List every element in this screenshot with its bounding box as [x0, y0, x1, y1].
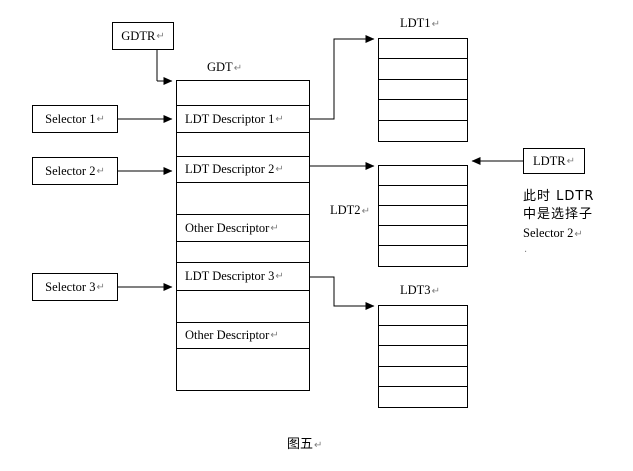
pilcrow-mark: ↵ — [574, 229, 583, 240]
pilcrow-mark: ↵ — [96, 113, 105, 125]
gdt-row-label: Other Descriptor — [185, 328, 270, 342]
ldtr-box[interactable]: LDTR↵ — [523, 148, 585, 174]
wire-gdt-desc3-to-ldt3 — [310, 276, 375, 310]
ldt3-row[interactable] — [379, 346, 467, 367]
annotation-line-3: Selector 2 — [523, 226, 574, 240]
ldt2-table — [378, 165, 468, 267]
selector-3-box[interactable]: Selector 3↵ — [32, 273, 118, 301]
figure-caption-text: 图五 — [287, 437, 314, 452]
ldt1-row[interactable] — [379, 59, 467, 80]
ldtr-annotation: 此时 LDTR 中是选择子 Selector 2↵ · — [523, 188, 594, 262]
gdtr-box[interactable]: GDTR↵ — [112, 22, 174, 50]
ldt3-title-text: LDT3 — [400, 283, 431, 297]
ldt3-row[interactable] — [379, 306, 467, 327]
gdt-row-label: LDT Descriptor 1 — [185, 111, 275, 126]
pilcrow-mark: ↵ — [96, 281, 105, 293]
gdt-row-label: LDT Descriptor 3 — [185, 269, 275, 283]
ldt3-table — [378, 305, 468, 408]
ldt1-row[interactable] — [379, 121, 467, 141]
gdt-row-empty-4[interactable] — [177, 291, 309, 323]
ldt1-row[interactable] — [379, 100, 467, 121]
gdt-row-ldt-descriptor-3[interactable]: LDT Descriptor 3↵ — [177, 263, 309, 291]
ldt2-title: LDT2↵ — [330, 203, 370, 218]
selector-2-box[interactable]: Selector 2↵ — [32, 157, 118, 185]
ldt2-title-text: LDT2 — [330, 203, 361, 217]
annotation-line-4: · — [524, 247, 528, 258]
pilcrow-mark: ↵ — [566, 155, 576, 167]
ldt1-row[interactable] — [379, 80, 467, 101]
gdt-row-empty-2[interactable] — [177, 183, 309, 215]
gdt-row-ldt-descriptor-1[interactable]: LDT Descriptor 1↵ — [177, 106, 309, 133]
ldt3-row[interactable] — [379, 387, 467, 407]
gdt-row-ldt-descriptor-2[interactable]: LDT Descriptor 2↵ — [177, 157, 309, 183]
pilcrow-mark: ↵ — [96, 165, 105, 177]
pilcrow-mark: ↵ — [361, 206, 370, 217]
selector-1-label: Selector 1 — [45, 111, 96, 126]
pilcrow-mark: ↵ — [270, 330, 279, 341]
pilcrow-mark: ↵ — [275, 113, 284, 125]
figure-caption: 图五↵ — [287, 433, 322, 452]
gdt-title-text: GDT — [207, 60, 233, 74]
pilcrow-mark: ↵ — [156, 30, 165, 42]
pilcrow-mark: ↵ — [270, 222, 279, 234]
ldt3-title: LDT3↵ — [400, 283, 440, 298]
ldt2-row[interactable] — [379, 186, 467, 206]
annotation-line-1: 此时 LDTR — [523, 189, 595, 204]
ldt3-row[interactable] — [379, 367, 467, 387]
pilcrow-mark: ↵ — [314, 440, 323, 451]
pilcrow-mark: ↵ — [233, 63, 243, 74]
wire-gdt-desc1-to-ldt1 — [310, 35, 375, 120]
gdt-row-label: Other Descriptor — [185, 220, 270, 235]
selector-3-label: Selector 3 — [45, 279, 96, 294]
selector-1-box[interactable]: Selector 1↵ — [32, 105, 118, 133]
ldt1-table — [378, 38, 468, 142]
ldt1-title: LDT1↵ — [400, 16, 440, 31]
gdt-row-other-descriptor-2[interactable]: Other Descriptor↵ — [177, 323, 309, 349]
gdt-table: LDT Descriptor 1↵ LDT Descriptor 2↵ Othe… — [176, 80, 310, 391]
gdt-row-empty-3[interactable] — [177, 242, 309, 263]
gdt-title: GDT↵ — [207, 60, 242, 75]
ldt3-row[interactable] — [379, 326, 467, 347]
pilcrow-mark: ↵ — [431, 286, 440, 297]
gdt-row-empty-0[interactable] — [177, 81, 309, 106]
ldt2-row[interactable] — [379, 166, 467, 186]
gdtr-label: GDTR — [121, 28, 156, 43]
ldt2-row[interactable] — [379, 246, 467, 266]
gdt-row-empty-1[interactable] — [177, 133, 309, 157]
annotation-line-3-wrap: Selector 2↵ — [523, 224, 594, 244]
annotation-line-2: 中是选择子 — [523, 207, 594, 222]
ldt2-row[interactable] — [379, 226, 467, 246]
gdt-row-other-descriptor-1[interactable]: Other Descriptor↵ — [177, 215, 309, 242]
pilcrow-mark: ↵ — [275, 164, 284, 175]
ldt2-row[interactable] — [379, 206, 467, 226]
gdt-row-label: LDT Descriptor 2 — [185, 162, 275, 176]
pilcrow-mark: ↵ — [275, 271, 284, 282]
ldt1-title-text: LDT1 — [400, 16, 431, 30]
selector-2-label: Selector 2 — [45, 163, 96, 178]
pilcrow-mark: ↵ — [431, 19, 440, 30]
ldt1-row[interactable] — [379, 39, 467, 60]
ldtr-label: LDTR — [532, 153, 566, 168]
gdt-row-empty-5[interactable] — [177, 349, 309, 390]
